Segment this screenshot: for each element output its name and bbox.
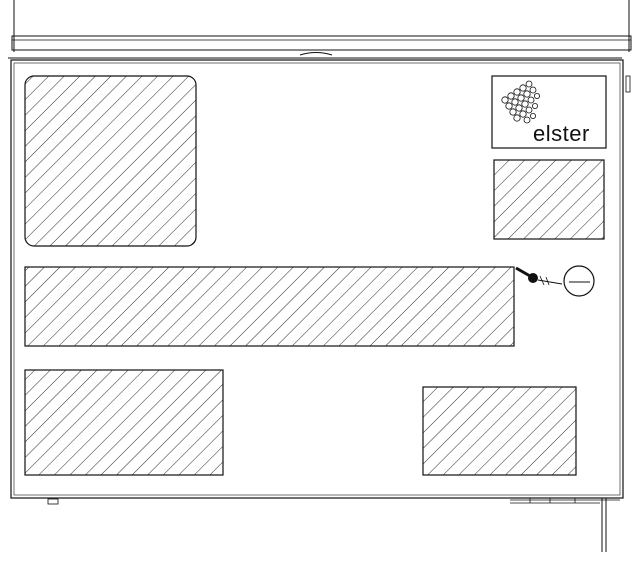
bottom-right-window	[422, 386, 577, 476]
cabinet-roof	[8, 0, 632, 93]
cabinet-base	[47, 498, 620, 552]
right-window	[493, 159, 605, 240]
elster-logo: elster	[491, 75, 607, 149]
lock-knob-icon[interactable]	[563, 265, 595, 297]
top-left-window	[24, 75, 197, 247]
bottom-left-window	[24, 369, 224, 476]
key-icon	[515, 266, 563, 286]
middle-band	[24, 266, 515, 347]
brand-name: elster	[533, 121, 590, 146]
grape-cluster-icon	[501, 80, 541, 124]
